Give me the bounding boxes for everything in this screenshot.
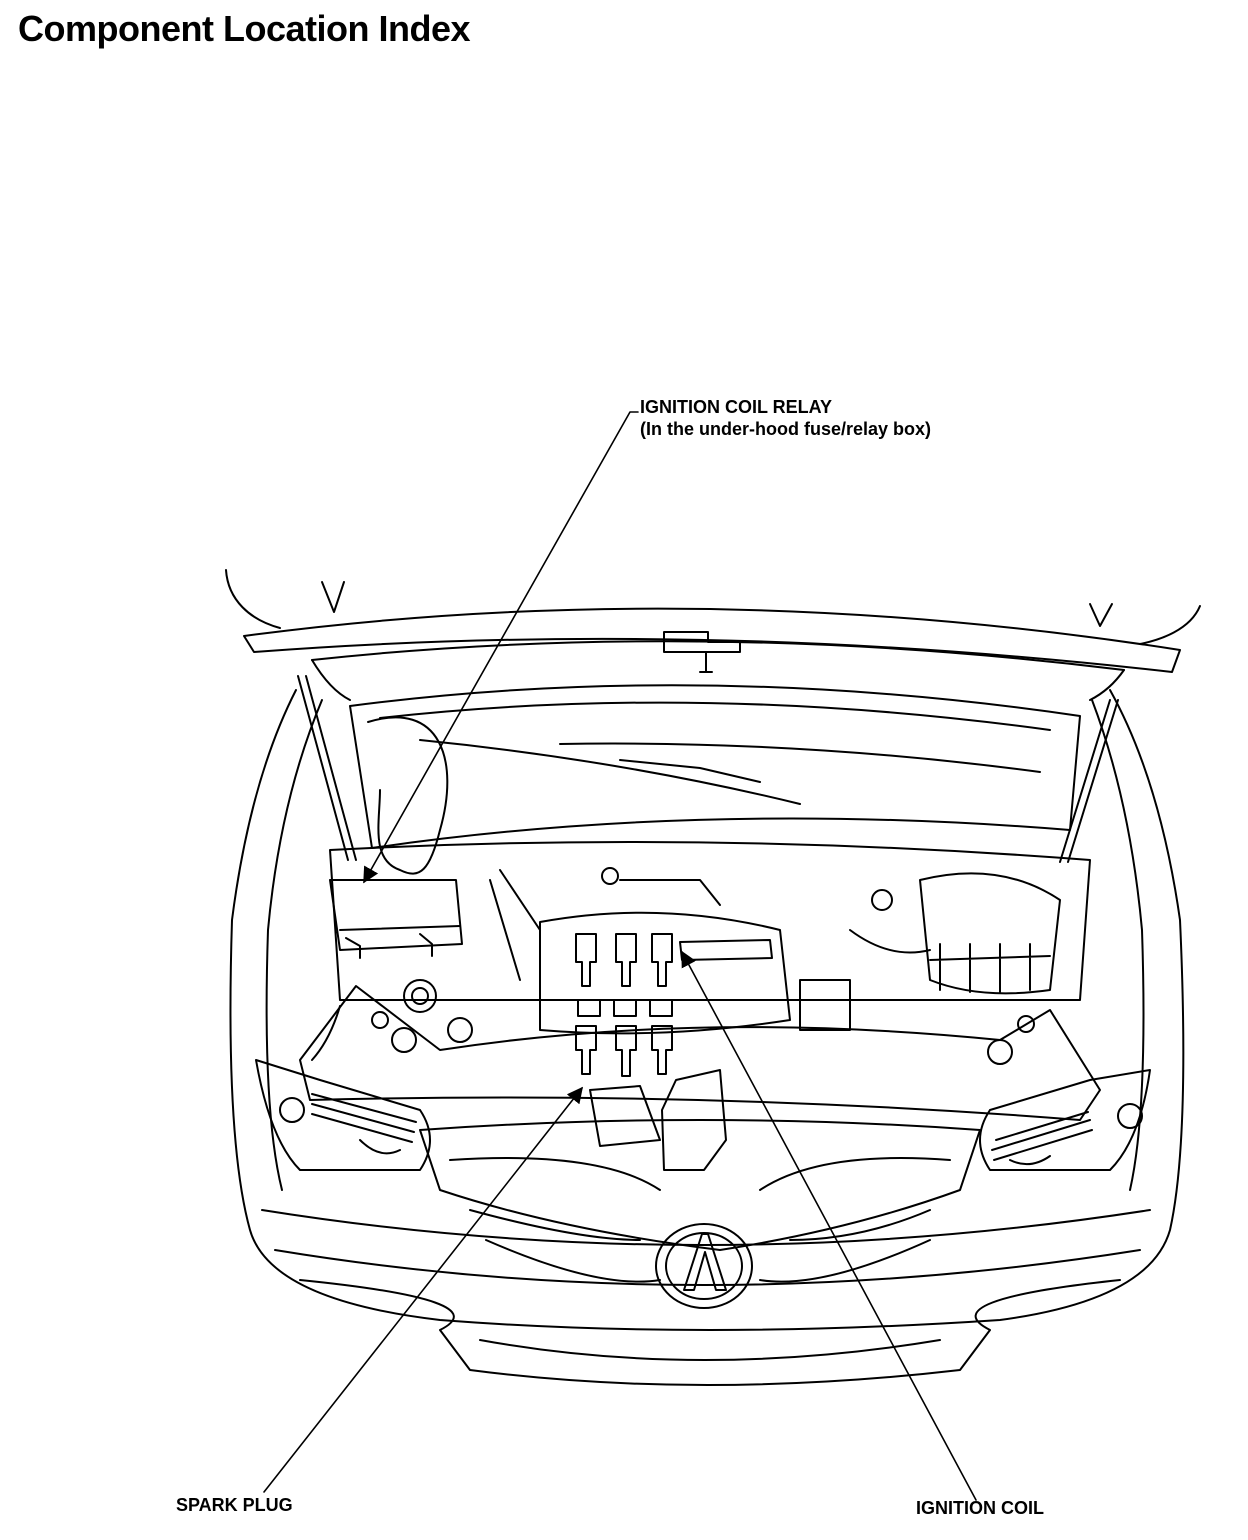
grille: [420, 1120, 980, 1282]
ignition-coil-label: IGNITION COIL: [916, 1498, 1044, 1518]
leader-lines: [264, 412, 976, 1500]
hood: [226, 570, 1200, 700]
ignition-coil-relay-label: IGNITION COIL RELAY (In the under-hood f…: [640, 396, 931, 440]
engine-cover: [540, 913, 790, 1034]
ignition-coils: [576, 934, 672, 1076]
windshield-cowl: [350, 685, 1080, 848]
ignition-coil-relay-location-note: (In the under-hood fuse/relay box): [640, 419, 932, 439]
spark-plug-label: SPARK PLUG: [176, 1495, 293, 1515]
vehicle-body: [230, 690, 1183, 1385]
page-title: Component Location Index: [18, 8, 471, 49]
headlight-left: [256, 1060, 430, 1170]
ignition-coil-relay-name: IGNITION COIL RELAY: [640, 397, 833, 417]
under-hood-fuse-relay-box: [330, 880, 462, 950]
ignition-coil-leader: [682, 950, 976, 1500]
air-cleaner: [920, 873, 1060, 993]
spark-plug-leader: [264, 1086, 583, 1492]
engine-bay: [330, 717, 1090, 1064]
radiator-support: [300, 986, 1100, 1170]
ignition-coil-relay-leader: [364, 412, 638, 884]
headlight-right: [980, 1070, 1150, 1170]
acura-logo: [656, 1224, 752, 1308]
